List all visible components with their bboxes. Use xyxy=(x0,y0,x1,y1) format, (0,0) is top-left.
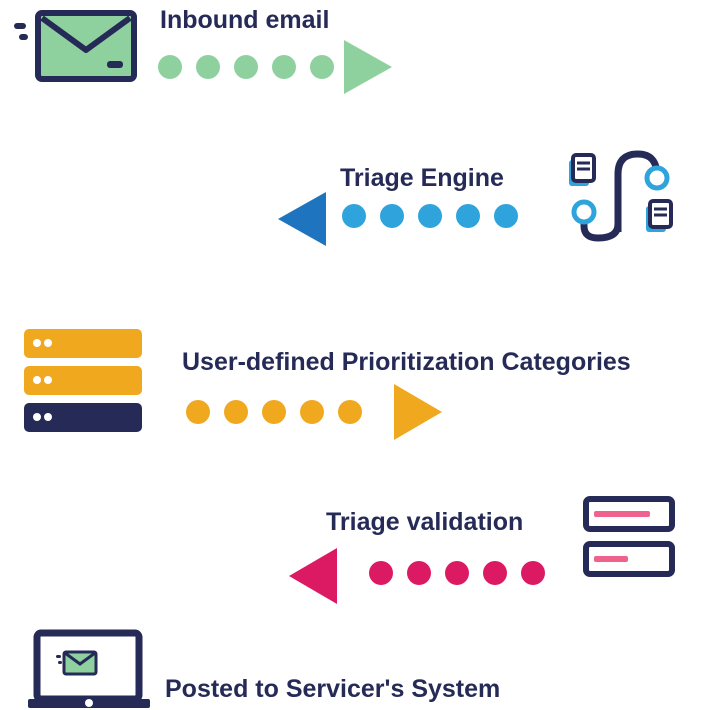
dot-connector-green xyxy=(158,55,334,79)
dot xyxy=(418,204,442,228)
dot xyxy=(224,400,248,424)
dot xyxy=(186,400,210,424)
arrow-right-icon xyxy=(394,384,442,440)
dot-connector-pink xyxy=(369,561,545,585)
dot xyxy=(445,561,469,585)
step-label-triage-engine: Triage Engine xyxy=(340,164,504,192)
workflow-path-icon xyxy=(569,150,673,242)
server-stack-icon xyxy=(24,329,142,432)
dot xyxy=(234,55,258,79)
dot xyxy=(272,55,296,79)
laptop-mail-icon xyxy=(28,629,150,708)
dot xyxy=(342,204,366,228)
envelope-icon xyxy=(14,10,137,82)
arrow-right-icon xyxy=(344,40,392,94)
step-label-triage-validation: Triage validation xyxy=(326,508,524,536)
dot-connector-blue xyxy=(342,204,518,228)
dot xyxy=(310,55,334,79)
dot xyxy=(369,561,393,585)
arrow-left-icon xyxy=(278,192,326,246)
step-label-inbound-email: Inbound email xyxy=(160,6,330,34)
dot xyxy=(380,204,404,228)
dot xyxy=(483,561,507,585)
step-label-prioritization-categories: User-defined Prioritization Categories xyxy=(182,348,631,376)
dot xyxy=(300,400,324,424)
dot xyxy=(494,204,518,228)
dot-connector-orange xyxy=(186,400,362,424)
form-fields-icon xyxy=(583,496,675,577)
dot xyxy=(456,204,480,228)
arrow-left-icon xyxy=(289,548,337,604)
dot xyxy=(521,561,545,585)
dot xyxy=(262,400,286,424)
dot xyxy=(407,561,431,585)
dot xyxy=(158,55,182,79)
dot xyxy=(338,400,362,424)
dot xyxy=(196,55,220,79)
step-label-posted-to-servicer: Posted to Servicer's System xyxy=(165,675,501,703)
